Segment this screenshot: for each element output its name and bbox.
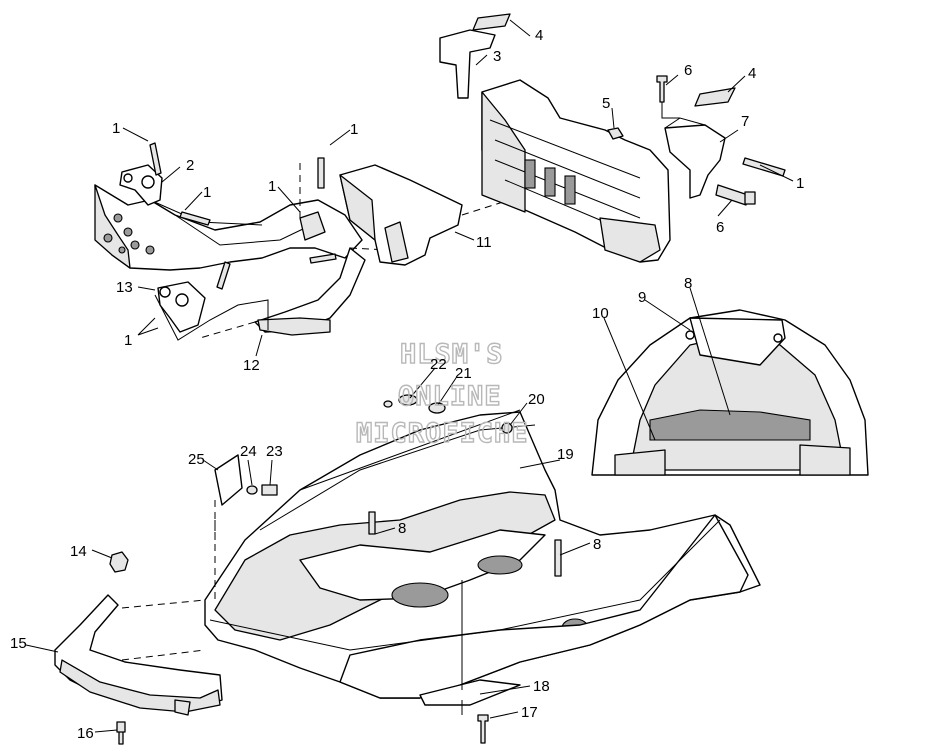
bolt-16 <box>116 721 126 745</box>
bracket-7 <box>664 124 726 199</box>
callout-25: 25 <box>188 451 205 468</box>
bolt-8-right <box>554 539 562 577</box>
bolt-6-top <box>656 75 668 103</box>
callout-numbers: 1 1 1 1 1 1 2 3 4 4 5 6 6 7 8 8 8 9 10 1… <box>10 27 804 742</box>
decal-4-left <box>472 13 511 31</box>
callout-6: 6 <box>716 219 724 236</box>
rivet-22 <box>398 394 418 406</box>
callout-24: 24 <box>240 443 257 460</box>
plate-25 <box>214 454 243 506</box>
bracket-13-hole <box>175 293 189 307</box>
watermark-line-1: HLSM'S <box>400 339 504 370</box>
bracket-2-hole <box>123 173 133 183</box>
bracket-2-hole <box>141 175 155 189</box>
callout-17: 17 <box>521 704 538 721</box>
bumper-15-tube <box>59 659 221 713</box>
callout-8: 8 <box>593 536 601 553</box>
callout-14: 14 <box>70 543 87 560</box>
callout-1: 1 <box>124 332 132 349</box>
callout-4: 4 <box>535 27 543 44</box>
callout-4: 4 <box>748 65 756 82</box>
bolt-23 <box>261 484 278 496</box>
callout-9: 9 <box>638 289 646 306</box>
callout-6: 6 <box>684 62 692 79</box>
callout-13: 13 <box>116 279 133 296</box>
decal-4-right <box>694 87 736 107</box>
callout-1: 1 <box>112 120 120 137</box>
washer-24 <box>246 485 258 495</box>
rivet-22-pin <box>383 400 393 408</box>
bumper-15-mount <box>174 699 191 716</box>
bolt-6-bottom <box>715 184 749 206</box>
callout-8: 8 <box>684 275 692 292</box>
nut-5 <box>607 127 624 140</box>
rear-crossmember <box>481 79 671 263</box>
callout-5: 5 <box>602 95 610 112</box>
callout-19: 19 <box>557 446 574 463</box>
callout-10: 10 <box>592 305 609 322</box>
callout-16: 16 <box>77 725 94 742</box>
watermark-line-3: MICROFICHE <box>356 418 529 449</box>
leader-lines <box>25 19 794 733</box>
bolt-6-head <box>744 191 756 205</box>
watermark: HLSM'S ONLINE MICROFICHE <box>355 338 529 449</box>
bolt-17 <box>477 714 489 744</box>
callout-15: 15 <box>10 635 27 652</box>
hood-inset-view <box>591 309 869 476</box>
callout-1: 1 <box>268 178 276 195</box>
callout-22: 22 <box>430 356 447 373</box>
nut-14 <box>109 551 129 573</box>
washer-21 <box>428 402 446 414</box>
grommet-20 <box>501 422 513 434</box>
watermark-line-2: ONLINE <box>398 381 502 412</box>
callout-2: 2 <box>186 157 194 174</box>
callout-21: 21 <box>455 365 472 382</box>
callout-1: 1 <box>350 121 358 138</box>
callout-8: 8 <box>398 520 406 537</box>
callout-12: 12 <box>243 357 260 374</box>
steering-support-11 <box>339 164 526 266</box>
plate-18 <box>419 679 521 706</box>
callout-23: 23 <box>266 443 283 460</box>
bolt-8-mid <box>368 511 376 535</box>
callout-11: 11 <box>476 234 492 251</box>
bracket-13-hole <box>159 286 171 298</box>
callout-7: 7 <box>741 113 749 130</box>
callout-20: 20 <box>528 391 545 408</box>
callout-1: 1 <box>796 175 804 192</box>
callout-1: 1 <box>203 184 211 201</box>
bottom-pan-19 <box>121 409 761 699</box>
bracket-3 <box>439 29 496 99</box>
callout-18: 18 <box>533 678 550 695</box>
callout-3: 3 <box>493 48 501 65</box>
